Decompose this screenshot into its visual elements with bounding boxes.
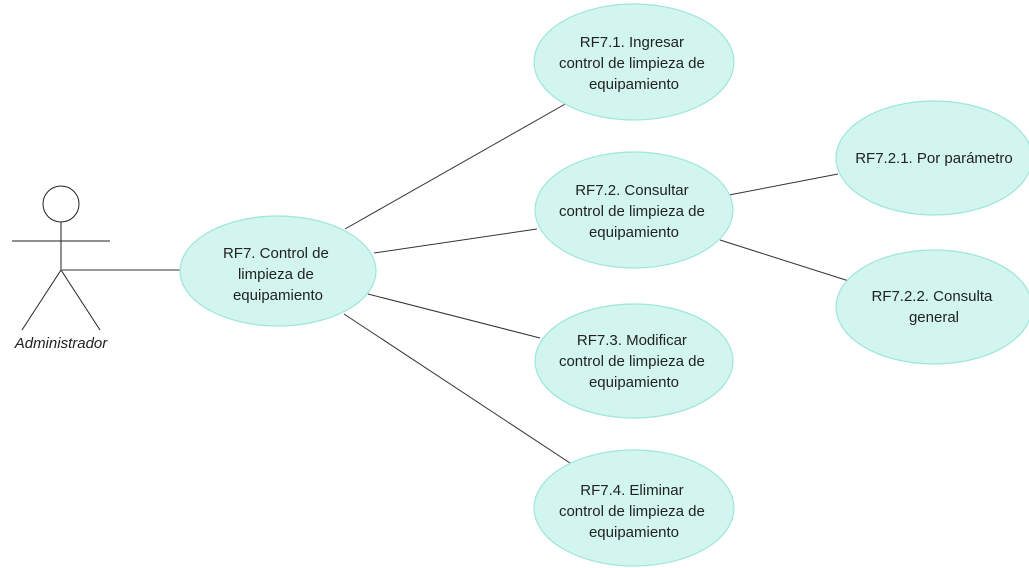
use-case-label: RF7. Control de limpieza de equipamiento: [223, 245, 333, 304]
use-case-rf7-2-1: RF7.2.1. Por parámetro: [835, 100, 1029, 216]
use-case-rf7: RF7. Control de limpieza de equipamiento: [179, 215, 377, 327]
association-rf7-rf7-2: [373, 228, 538, 254]
use-case-ellipse: [533, 3, 735, 121]
use-case-ellipse: [179, 215, 377, 327]
association-rf7-2-rf7-2-2: [719, 239, 853, 283]
use-case-rf7-4: RF7.4. Eliminar control de limpieza de e…: [533, 449, 735, 567]
use-case-label: RF7.2.1. Por parámetro: [855, 150, 1013, 167]
use-case-rf7-2-2: RF7.2.2. Consulta general: [835, 249, 1029, 365]
use-case-label: RF7.4. Eliminar control de limpieza de e…: [559, 482, 709, 541]
association-rf7-rf7-4: [343, 313, 574, 466]
association-rf7-rf7-1: [344, 102, 568, 230]
use-case-ellipse: [534, 303, 734, 419]
use-case-label: RF7.1. Ingresar control de limpieza de e…: [559, 34, 709, 93]
use-case-ellipse: [835, 100, 1029, 216]
association-rf7-2-rf7-2-1: [728, 173, 839, 196]
use-case-rf7-2: RF7.2. Consultar control de limpieza de …: [534, 151, 734, 269]
stick-figure-icon: [12, 185, 110, 331]
use-case-rf7-3: RF7.3. Modificar control de limpieza de …: [534, 303, 734, 419]
use-case-ellipse: [835, 249, 1029, 365]
use-case-label: RF7.3. Modificar control de limpieza de …: [559, 332, 709, 391]
actor-administrador: Administrador: [12, 185, 110, 352]
actor-label: Administrador: [14, 335, 109, 352]
use-case-label: RF7.2. Consultar control de limpieza de …: [559, 182, 709, 241]
use-case-ellipse: [533, 449, 735, 567]
association-rf7-rf7-3: [367, 293, 541, 339]
association-lines: [62, 102, 853, 466]
use-case-label: RF7.2.2. Consulta general: [871, 288, 996, 326]
use-case-ellipse: [534, 151, 734, 269]
use-case-rf7-1: RF7.1. Ingresar control de limpieza de e…: [533, 3, 735, 121]
